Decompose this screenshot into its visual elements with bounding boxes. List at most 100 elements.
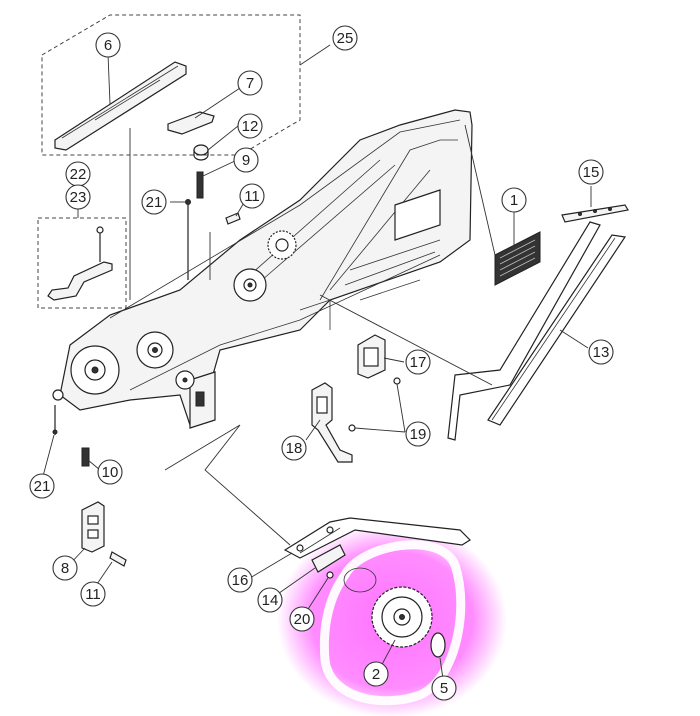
- callout-circle: [405, 421, 431, 447]
- part-7-bracket: [167, 111, 215, 135]
- callout-circle: [239, 183, 265, 209]
- callout-c16: 16: [227, 567, 253, 593]
- callout-c8: 8: [52, 555, 78, 581]
- callout-number: 25: [337, 30, 354, 47]
- part-11-pin-bottom: [109, 551, 127, 567]
- part-9-spring: [196, 171, 204, 199]
- callout-number: 15: [583, 164, 600, 181]
- callout-circle: [405, 349, 431, 375]
- callout-circle: [237, 70, 263, 96]
- callout-circle: [52, 555, 78, 581]
- callout-c17: 17: [405, 349, 431, 375]
- callout-c19: 19: [405, 421, 431, 447]
- part-2-sprocket: [371, 586, 433, 648]
- part-1-label-plate: [494, 231, 541, 286]
- part-13-cover-strip: [447, 221, 627, 441]
- part-23-lever: [47, 226, 113, 301]
- callout-circle: [233, 147, 259, 173]
- callout-c23: 23: [65, 184, 91, 210]
- callout-circle: [588, 339, 614, 365]
- callout-c14: 14: [257, 587, 283, 613]
- callout-circle: [257, 587, 283, 613]
- callout-number: 19: [410, 426, 427, 443]
- callout-circle: [80, 581, 106, 607]
- part-17-bracket: [357, 334, 386, 379]
- part-18-latch: [311, 382, 353, 463]
- part-21-pin-top: [185, 199, 191, 280]
- callout-c2: 2: [363, 661, 389, 687]
- callout-circle: [501, 187, 527, 213]
- callout-c11b: 11: [80, 581, 106, 607]
- part-5-washer: [430, 632, 446, 658]
- callout-number: 23: [70, 189, 87, 206]
- callout-circle: [97, 459, 123, 485]
- callout-number: 17: [410, 354, 427, 371]
- callout-number: 14: [262, 592, 279, 609]
- callout-circle: [281, 435, 307, 461]
- callout-c1: 1: [501, 187, 527, 213]
- callout-number: 1: [510, 192, 518, 209]
- callout-c5: 5: [431, 675, 457, 701]
- dashed-group-25: [41, 14, 301, 156]
- frame-sprocket-top: [267, 230, 297, 260]
- callout-number: 13: [593, 344, 610, 361]
- part-15-tab: [561, 204, 629, 223]
- callout-c6: 6: [95, 32, 121, 58]
- callout-number: 10: [102, 464, 119, 481]
- callout-number: 20: [294, 611, 311, 628]
- callout-circle: [237, 113, 263, 139]
- callout-c12: 12: [237, 113, 263, 139]
- callout-circle: [29, 473, 55, 499]
- callout-circle: [227, 567, 253, 593]
- callout-number: 11: [244, 188, 260, 205]
- part-20-screw: [326, 571, 334, 579]
- part-6-slide-rail: [54, 61, 187, 151]
- part-3-disc: [343, 567, 377, 593]
- callout-number: 22: [70, 166, 87, 183]
- frame-nose-wheel: [52, 389, 64, 401]
- part-16-arm: [283, 517, 471, 559]
- callout-c10: 10: [97, 459, 123, 485]
- callout-circle: [65, 184, 91, 210]
- callout-circle: [289, 606, 315, 632]
- callout-circle: [431, 675, 457, 701]
- callout-c7: 7: [237, 70, 263, 96]
- callout-c25: 25: [332, 25, 358, 51]
- callout-c9: 9: [233, 147, 259, 173]
- callout-number: 8: [61, 560, 69, 577]
- part-8-bracket: [81, 501, 105, 553]
- part-10-spring: [81, 447, 90, 467]
- main-feeder-frame: [59, 109, 473, 429]
- part-12-cap: [193, 144, 209, 161]
- callout-labels: 1256789101111121314151617181920212122232…: [29, 25, 614, 701]
- part-11-pin-top: [225, 212, 241, 225]
- callout-number: 7: [246, 75, 254, 92]
- callout-circle: [332, 25, 358, 51]
- frame-gear-small: [175, 370, 195, 390]
- callout-number: 2: [372, 666, 380, 683]
- callout-circle: [141, 189, 167, 215]
- callout-number: 21: [34, 478, 51, 495]
- part-21-pin-bottom: [52, 405, 58, 435]
- callout-number: 21: [146, 194, 163, 211]
- callout-number: 12: [242, 118, 259, 135]
- callout-c13: 13: [588, 339, 614, 365]
- callout-c11a: 11: [239, 183, 265, 209]
- callout-circle: [578, 159, 604, 185]
- callout-circle: [95, 32, 121, 58]
- callout-c21b: 21: [29, 473, 55, 499]
- callout-number: 5: [440, 680, 448, 697]
- callout-number: 18: [286, 440, 303, 457]
- callout-number: 16: [232, 572, 249, 589]
- frame-gear-large-left: [70, 345, 120, 395]
- callout-number: 11: [85, 586, 101, 603]
- callout-c21a: 21: [141, 189, 167, 215]
- dashed-group-23: [37, 217, 127, 309]
- frame-gear-mid: [136, 331, 174, 369]
- callout-c18: 18: [281, 435, 307, 461]
- part-14-plate: [311, 544, 346, 573]
- callout-c20: 20: [289, 606, 315, 632]
- callout-circle: [363, 661, 389, 687]
- callout-number: 6: [104, 37, 112, 54]
